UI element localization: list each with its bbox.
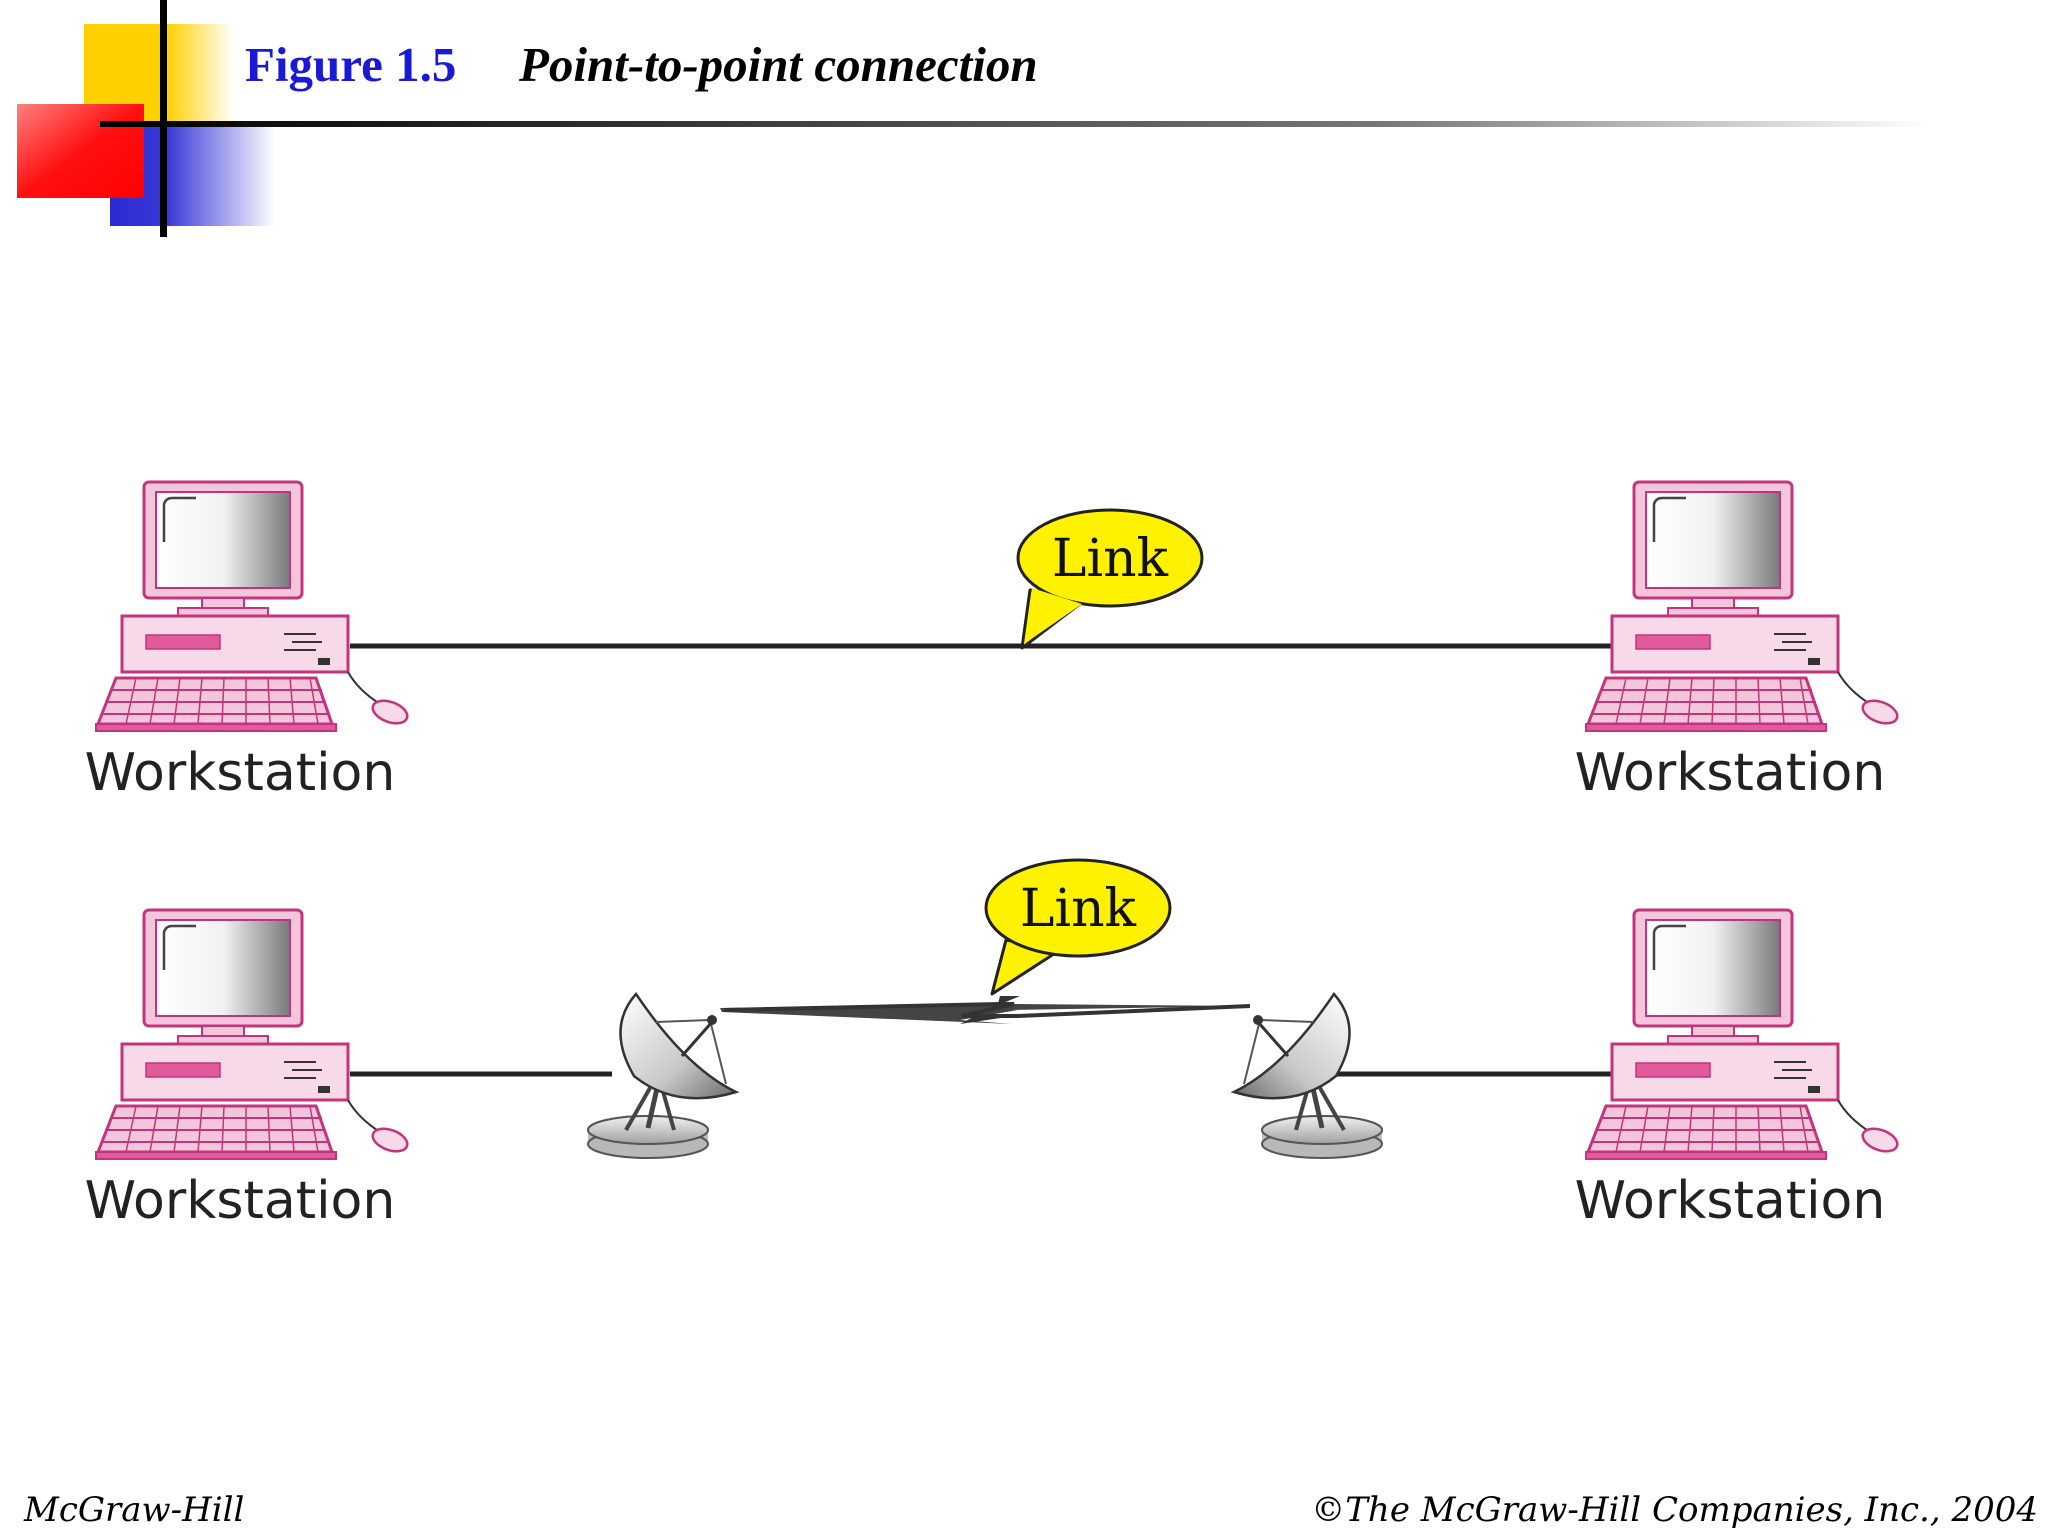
- deco-vertical-bar: [160, 0, 167, 237]
- title-rule: [100, 121, 1930, 127]
- link-label-bottom: Link: [1020, 879, 1137, 939]
- footer-copyright: ©The McGraw-Hill Companies, Inc., 2004: [1311, 1490, 2038, 1530]
- workstation-icon-bottom-left: [94, 908, 412, 1161]
- workstation-label-bottom-right: Workstation: [1575, 1171, 1886, 1231]
- workstation-label-top-right: Workstation: [1575, 743, 1886, 803]
- link-label-top: Link: [1052, 529, 1169, 589]
- callout-bubble-icon-top: [1016, 508, 1204, 650]
- callout-bubble-icon-bottom: [984, 858, 1172, 996]
- figure-number: Figure 1.5: [245, 37, 457, 92]
- title-decoration: [17, 0, 1930, 237]
- workstation-icon-top-left: [94, 480, 412, 733]
- workstation-icon-top-right: [1584, 480, 1902, 733]
- workstation-icon-bottom-right: [1584, 908, 1902, 1161]
- figure-caption: Point-to-point connection: [519, 37, 1038, 92]
- footer-publisher: McGraw-Hill: [24, 1490, 245, 1530]
- deco-red-square: [17, 104, 144, 198]
- workstation-label-top-left: Workstation: [85, 743, 396, 803]
- workstation-label-bottom-left: Workstation: [85, 1171, 396, 1231]
